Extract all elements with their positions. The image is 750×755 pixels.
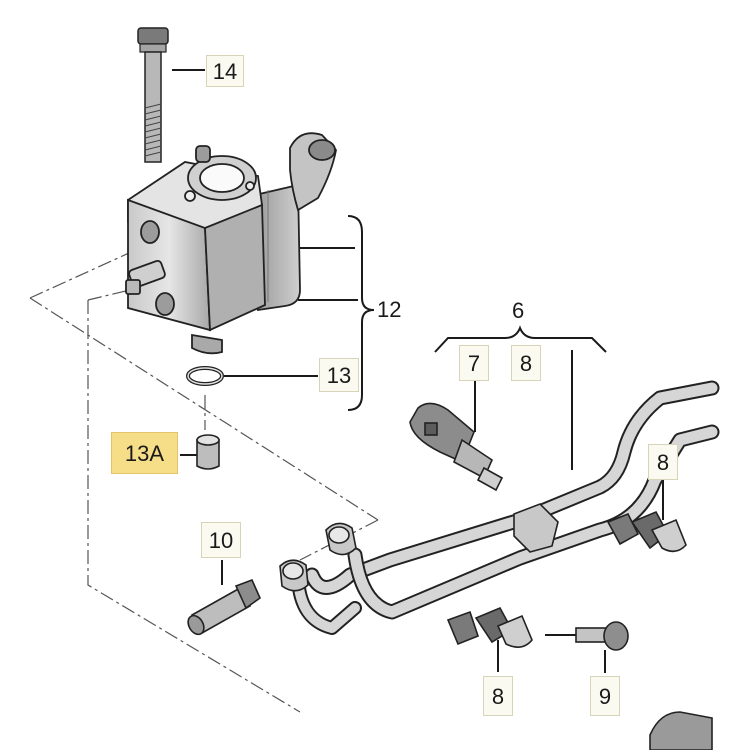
callout-10: 10 [201, 522, 241, 558]
high-pressure-pump [125, 132, 337, 355]
callout-6: 6 [512, 298, 525, 323]
callout-7: 7 [459, 345, 489, 381]
partial-part-bottom-right [649, 711, 713, 751]
pipe-nuts [279, 503, 559, 592]
callout-9: 9 [590, 676, 620, 716]
callout-8-top: 8 [511, 345, 541, 381]
callout-8-bottom: 8 [483, 676, 513, 716]
union-bolt-10 [187, 578, 261, 636]
leader-lines [172, 69, 664, 673]
o-ring-13 [186, 366, 224, 386]
callout-8-right: 8 [648, 444, 678, 480]
tappet-13a [196, 434, 220, 470]
bolt-9 [575, 621, 629, 651]
clip-8-bottom [446, 606, 533, 648]
clip-8-right [606, 510, 687, 553]
pressure-sensor-7 [409, 402, 504, 492]
fuel-pipe-assembly [291, 380, 720, 635]
callout-13a: 13A [111, 432, 178, 474]
callout-14: 14 [206, 55, 244, 87]
bolt-14 [137, 27, 169, 163]
callout-12: 12 [377, 297, 402, 322]
callout-13: 13 [319, 358, 359, 392]
